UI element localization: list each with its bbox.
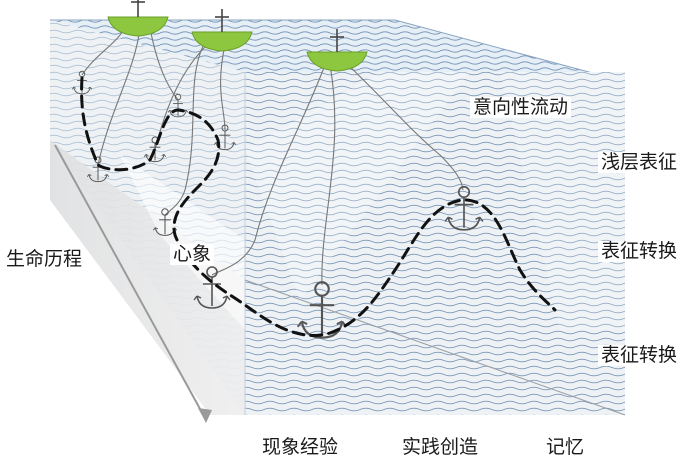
front-face bbox=[244, 72, 626, 416]
label-phenomenal-experience: 现象经验 bbox=[262, 436, 339, 458]
label-practice-creation: 实践创造 bbox=[402, 436, 479, 458]
mooring-ropes bbox=[81, 27, 464, 286]
label-intentional-flow: 意向性流动 bbox=[470, 97, 572, 118]
label-memory: 记忆 bbox=[546, 436, 585, 458]
life-course-arrow bbox=[54, 144, 212, 423]
label-mental-image: 心象 bbox=[170, 244, 215, 265]
label-transform-2: 表征转换 bbox=[598, 345, 681, 366]
label-life-course: 生命历程 bbox=[6, 248, 83, 270]
label-transform-1: 表征转换 bbox=[598, 241, 681, 262]
label-shallow-features: 浅层表征 bbox=[598, 152, 681, 173]
diagonal-panel bbox=[50, 140, 245, 415]
